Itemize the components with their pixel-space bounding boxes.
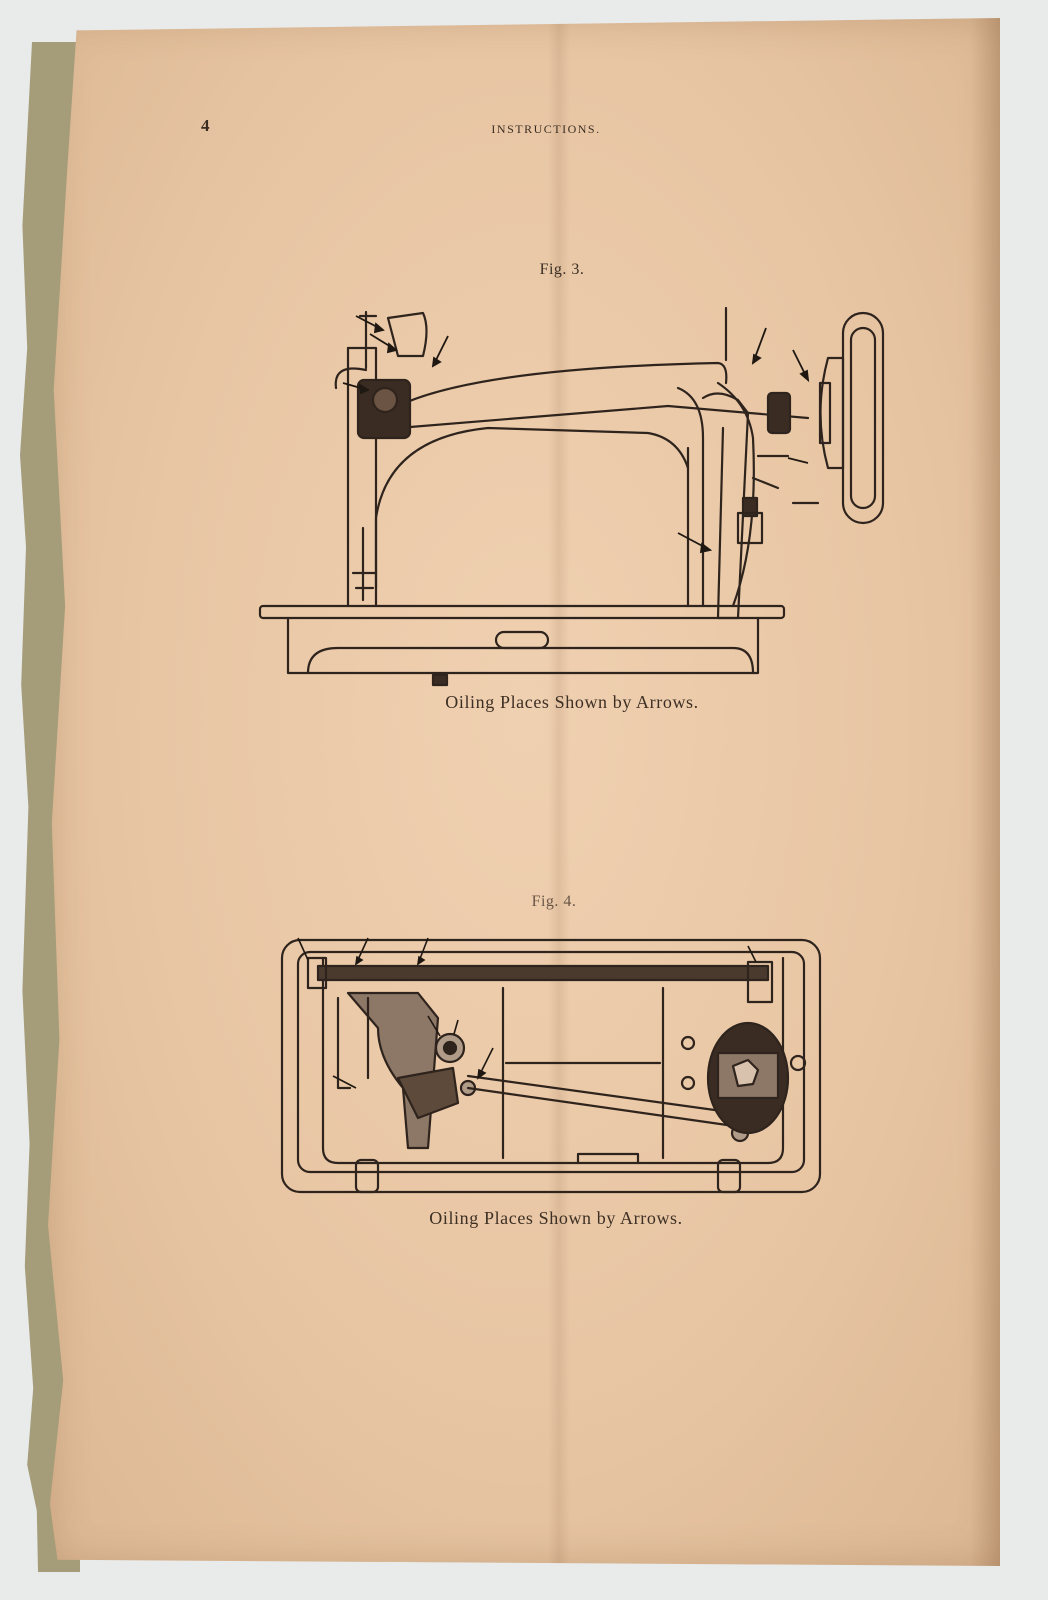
figure-4-label: Fig. 4. [531,893,577,910]
figure-3-caption: Oiling Places Shown by Arrows. [445,692,699,712]
figure-4-caption: Oiling Places Shown by Arrows. [429,1208,683,1228]
page-fold [548,18,570,1566]
running-title: INSTRUCTIONS. [491,122,601,136]
underside-mechanism-illustration [280,937,822,1194]
manual-page: 4 INSTRUCTIONS. Fig. 3. [48,18,1000,1566]
figure-3-label: Fig. 3. [539,261,585,278]
page-number: 4 [201,116,210,135]
page-edge-shadow [970,18,1000,1566]
sewing-machine-illustration [258,306,885,687]
